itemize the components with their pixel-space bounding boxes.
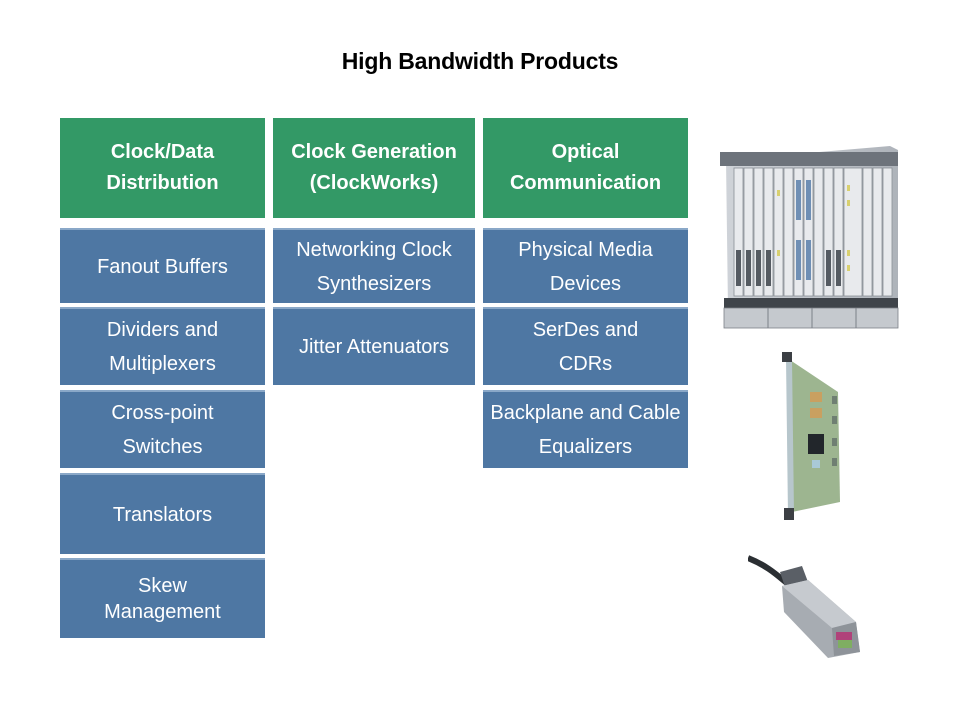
- column-header-label: Optical Communication: [509, 141, 662, 194]
- product-label: Cross-point Switches: [111, 402, 214, 458]
- product-box-translators: Translators: [60, 473, 265, 554]
- column-header-label: Clock/Data Distribution: [106, 141, 219, 194]
- product-box-serdes-cdrs: SerDes and CDRs: [483, 307, 688, 385]
- product-box-physical-media-devices: Physical Media Devices: [483, 228, 688, 303]
- product-label: Dividers and Multiplexers: [106, 319, 219, 375]
- product-box-jitter-attenuators: Jitter Attenuators: [273, 307, 475, 385]
- column-header-optical-communication: Optical Communication: [483, 118, 688, 218]
- slide-title: High Bandwidth Products: [341, 48, 619, 74]
- sfp-cable-module-image: [748, 555, 860, 658]
- product-box-skew-management: Skew Management: [60, 558, 265, 638]
- product-box-backplane-cable-equalizers: Backplane and Cable Equalizers: [483, 390, 688, 468]
- column-header-clock-generation: Clock Generation (ClockWorks): [273, 118, 475, 218]
- product-box-cross-point-switches: Cross-point Switches: [60, 390, 265, 468]
- product-label: Skew Management: [104, 575, 221, 623]
- product-box-fanout-buffers: Fanout Buffers: [60, 228, 265, 303]
- column-header-label: Clock Generation (ClockWorks): [291, 141, 457, 194]
- product-box-networking-clock-synthesizers: Networking Clock Synthesizers: [273, 228, 475, 303]
- product-label: Translators: [112, 503, 213, 526]
- product-label: Backplane and Cable Equalizers: [490, 402, 681, 458]
- product-label: Fanout Buffers: [97, 255, 228, 278]
- product-label: Physical Media Devices: [518, 238, 653, 295]
- product-label: Networking Clock Synthesizers: [296, 238, 452, 295]
- telecom-chassis-image: [720, 146, 899, 329]
- product-box-dividers-multiplexers: Dividers and Multiplexers: [60, 307, 265, 385]
- circuit-board-card-image: [782, 352, 840, 520]
- product-label: SerDes and CDRs: [532, 319, 639, 375]
- column-header-clock-data-distribution: Clock/Data Distribution: [60, 118, 265, 218]
- product-label: Jitter Attenuators: [298, 336, 450, 358]
